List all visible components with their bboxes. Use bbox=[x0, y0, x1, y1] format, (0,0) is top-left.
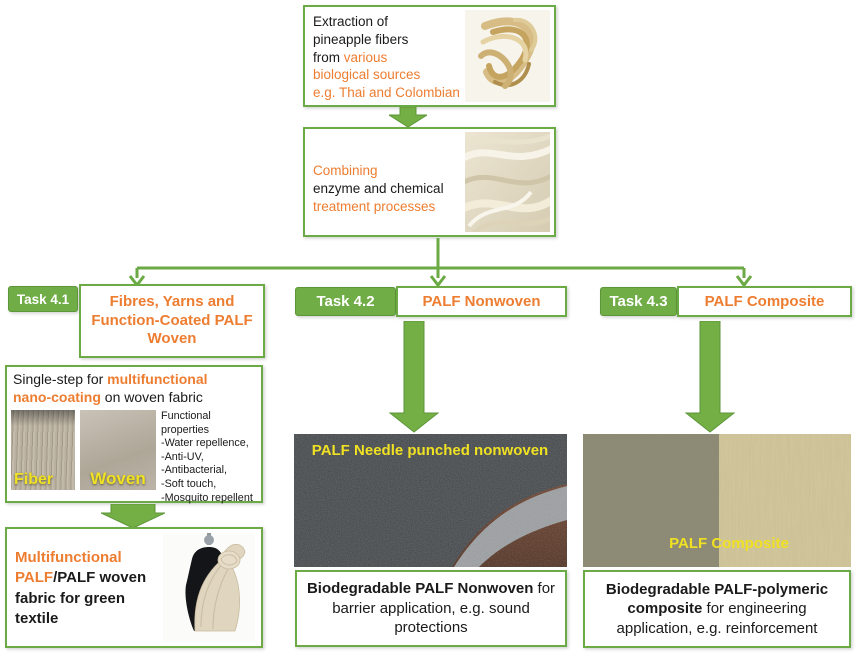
combining-text: Combining enzyme and chemical treatment … bbox=[305, 144, 465, 219]
task-4-3-label-text: Task 4.3 bbox=[609, 293, 668, 310]
single-step-box: Single-step for multifunctional nano-coa… bbox=[5, 365, 263, 505]
task-4-3-box: PALF Composite bbox=[677, 286, 852, 317]
task-4-2-label-text: Task 4.2 bbox=[316, 293, 375, 310]
combining-box: Combining enzyme and chemical treatment … bbox=[303, 127, 556, 237]
mannequin-drape-photo bbox=[163, 533, 255, 642]
big-down-arrow-composite bbox=[684, 321, 736, 433]
pineapple-fiber-bundle-photo bbox=[465, 10, 550, 102]
task-4-1-label-text: Task 4.1 bbox=[16, 291, 70, 307]
extraction-line2: pineapple fibers bbox=[313, 31, 409, 47]
composite-caption-bold: Biodegradable PALF-polymeric composite bbox=[605, 580, 829, 618]
task-4-2-box: PALF Nonwoven bbox=[396, 286, 567, 317]
palf-composite-photo-label: PALF Composite bbox=[669, 535, 789, 552]
extraction-line3-black: from bbox=[313, 49, 344, 65]
woven-photo: Woven bbox=[80, 410, 156, 490]
fiber-photo-label: Fiber bbox=[14, 471, 54, 488]
nonwoven-caption-box: Biodegradable PALF Nonwoven for barrier … bbox=[295, 570, 567, 647]
palf-nonwoven-photo: PALF Needle punched nonwoven bbox=[294, 434, 567, 567]
extraction-text: Extraction of pineapple fibers from vari… bbox=[305, 6, 465, 106]
palf-nonwoven-photo-label: PALF Needle punched nonwoven bbox=[312, 442, 548, 459]
combining-line2: enzyme and chemical bbox=[313, 181, 444, 197]
composite-caption-rest: for engineering application, e.g. reinfo… bbox=[616, 600, 818, 637]
composite-caption: Biodegradable PALF-polymeric composite f… bbox=[585, 578, 849, 641]
task-4-2-title: PALF Nonwoven bbox=[422, 293, 541, 310]
task-4-3-label: Task 4.3 bbox=[600, 287, 677, 316]
down-arrow-singlestep-to-outcome bbox=[101, 504, 165, 528]
single-step-heading-orange1: multifunctional bbox=[107, 371, 208, 387]
palf-composite-photo: PALF Composite bbox=[583, 434, 851, 567]
extraction-line1: Extraction of bbox=[313, 13, 389, 29]
combining-line1: Combining bbox=[313, 163, 378, 179]
woven-outcome-box: Multifunctional PALF/PALF woven fabric f… bbox=[5, 527, 263, 648]
task-4-1-label: Task 4.1 bbox=[8, 286, 78, 312]
composite-caption-box: Biodegradable PALF-polymeric composite f… bbox=[583, 570, 851, 648]
functional-properties-list: Functional properties -Water repellence,… bbox=[161, 410, 259, 505]
fiber-photo: Fiber bbox=[11, 410, 75, 490]
branch-connector bbox=[128, 238, 753, 288]
woven-photo-label: Woven bbox=[90, 469, 146, 488]
big-down-arrow-nonwoven bbox=[388, 321, 440, 433]
functional-properties-title: Functional properties bbox=[161, 410, 211, 436]
woven-outcome-orange: Multifunctional PALF bbox=[15, 549, 122, 587]
nonwoven-caption-bold: Biodegradable PALF Nonwoven bbox=[306, 580, 534, 598]
task-4-1-title: Fibres, Yarns and Function-Coated PALF W… bbox=[91, 292, 253, 348]
woven-outcome-black: /PALF woven fabric for green textile bbox=[15, 569, 147, 627]
extraction-line5: e.g. Thai and Colombian bbox=[313, 85, 460, 101]
combining-line3: treatment processes bbox=[313, 198, 436, 214]
property-item: -Water repellence, bbox=[161, 437, 249, 450]
extraction-box: Extraction of pineapple fibers from vari… bbox=[303, 5, 556, 107]
property-item: -Anti-UV, bbox=[161, 450, 204, 463]
single-step-heading-orange2: nano-coating bbox=[13, 388, 101, 405]
property-item: -Soft touch, bbox=[161, 477, 217, 490]
single-step-heading-black1: Single-step for bbox=[13, 371, 108, 387]
nonwoven-caption-rest: for barrier application, e.g. sound prot… bbox=[332, 580, 556, 637]
single-step-heading-black2: on woven fabric bbox=[100, 388, 203, 405]
task-4-3-title: PALF Composite bbox=[704, 293, 825, 310]
task-4-1-box: Fibres, Yarns and Function-Coated PALF W… bbox=[79, 284, 265, 358]
property-item: -Antibacterial, bbox=[161, 464, 228, 477]
down-arrow-extraction-to-combining bbox=[389, 107, 427, 127]
extraction-line4: biological sources bbox=[313, 67, 421, 83]
woven-outcome-text: Multifunctional PALF/PALF woven fabric f… bbox=[7, 542, 163, 633]
extraction-line3-orange: various bbox=[343, 49, 388, 65]
property-item: -Mosquito repellent bbox=[161, 491, 253, 504]
single-step-heading: Single-step for multifunctional nano-coa… bbox=[7, 367, 261, 408]
treated-white-fibers-photo bbox=[465, 132, 550, 232]
nonwoven-caption: Biodegradable PALF Nonwoven for barrier … bbox=[297, 577, 565, 640]
task-4-2-label: Task 4.2 bbox=[295, 287, 396, 316]
